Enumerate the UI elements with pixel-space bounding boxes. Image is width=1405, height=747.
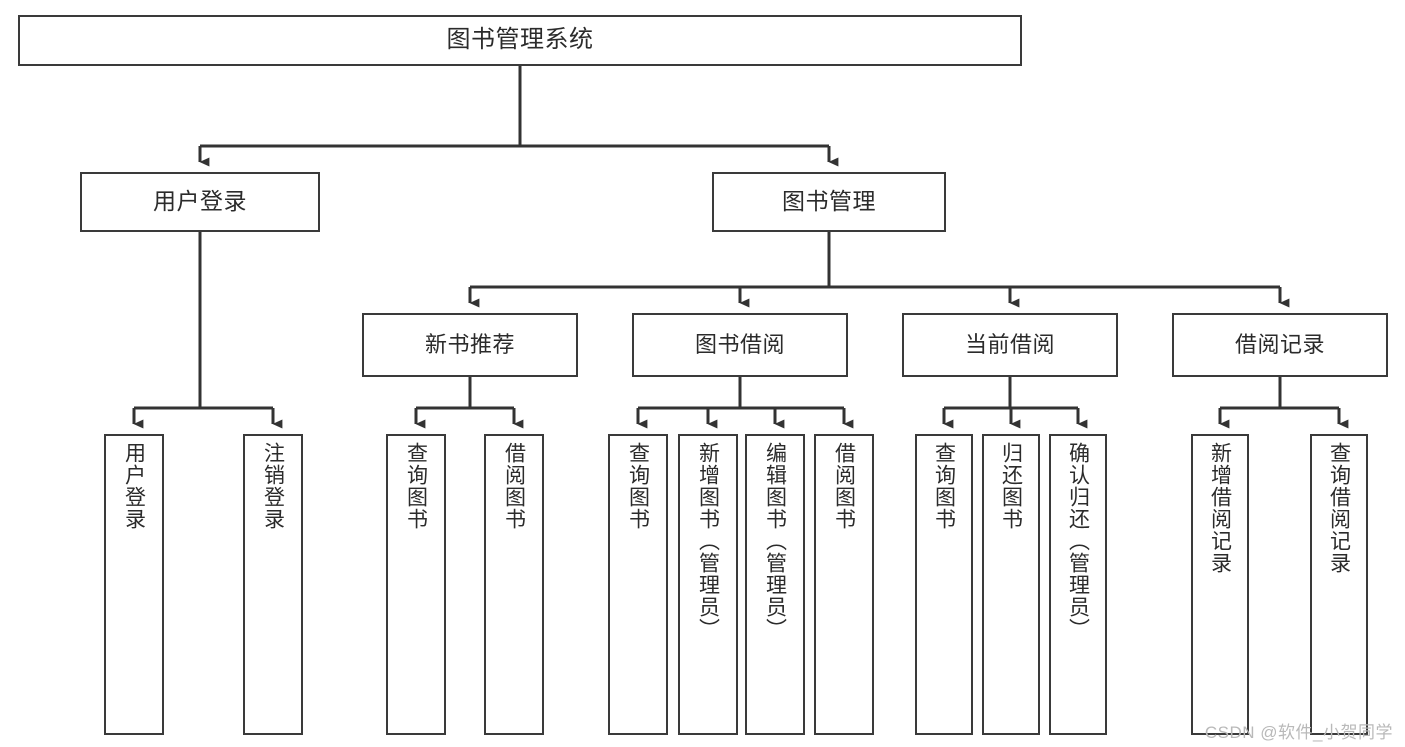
node-label: 查询图书 [404, 442, 428, 530]
node-leaf-add-record[interactable]: 新增借阅记录 [1191, 434, 1249, 735]
node-leaf-query-book-1[interactable]: 查询图书 [386, 434, 446, 735]
node-label: 借阅图书 [502, 442, 526, 530]
node-label: 图书管理系统 [446, 26, 594, 54]
node-label: 查询借阅记录 [1327, 442, 1351, 574]
node-label: 新增图书（管理员） [696, 442, 720, 640]
node-book-manage[interactable]: 图书管理 [712, 172, 946, 232]
node-leaf-logout[interactable]: 注销登录 [243, 434, 303, 735]
node-label: 新书推荐 [424, 332, 515, 358]
connector-group [132, 66, 1349, 429]
node-leaf-confirm-return[interactable]: 确认归还（管理员） [1049, 434, 1107, 735]
node-label: 新增借阅记录 [1208, 442, 1232, 574]
node-current-borrow[interactable]: 当前借阅 [902, 313, 1118, 377]
node-label: 编辑图书（管理员） [763, 442, 787, 640]
node-label: 借阅记录 [1234, 332, 1325, 358]
node-new-book-rec[interactable]: 新书推荐 [362, 313, 578, 377]
node-borrow-record[interactable]: 借阅记录 [1172, 313, 1388, 377]
node-book-borrow[interactable]: 图书借阅 [632, 313, 848, 377]
node-label: 归还图书 [999, 442, 1023, 530]
node-label: 图书管理 [782, 188, 876, 215]
node-leaf-borrow-book-2[interactable]: 借阅图书 [814, 434, 874, 735]
node-leaf-query-record[interactable]: 查询借阅记录 [1310, 434, 1368, 735]
node-leaf-query-book-3[interactable]: 查询图书 [915, 434, 973, 735]
node-label: 查询图书 [626, 442, 650, 530]
node-user-login[interactable]: 用户登录 [80, 172, 320, 232]
node-label: 用户登录 [153, 188, 247, 215]
node-leaf-user-login[interactable]: 用户登录 [104, 434, 164, 735]
node-leaf-return-book[interactable]: 归还图书 [982, 434, 1040, 735]
node-label: 图书借阅 [694, 332, 785, 358]
node-label: 当前借阅 [964, 332, 1055, 358]
node-label: 注销登录 [261, 442, 285, 530]
node-leaf-edit-book[interactable]: 编辑图书（管理员） [745, 434, 805, 735]
node-leaf-borrow-book-1[interactable]: 借阅图书 [484, 434, 544, 735]
node-leaf-query-book-2[interactable]: 查询图书 [608, 434, 668, 735]
node-label: 查询图书 [932, 442, 956, 530]
node-label: 确认归还（管理员） [1066, 442, 1090, 640]
node-label: 借阅图书 [832, 442, 856, 530]
node-leaf-add-book[interactable]: 新增图书（管理员） [678, 434, 738, 735]
node-label: 用户登录 [122, 442, 146, 530]
node-root[interactable]: 图书管理系统 [18, 15, 1022, 66]
